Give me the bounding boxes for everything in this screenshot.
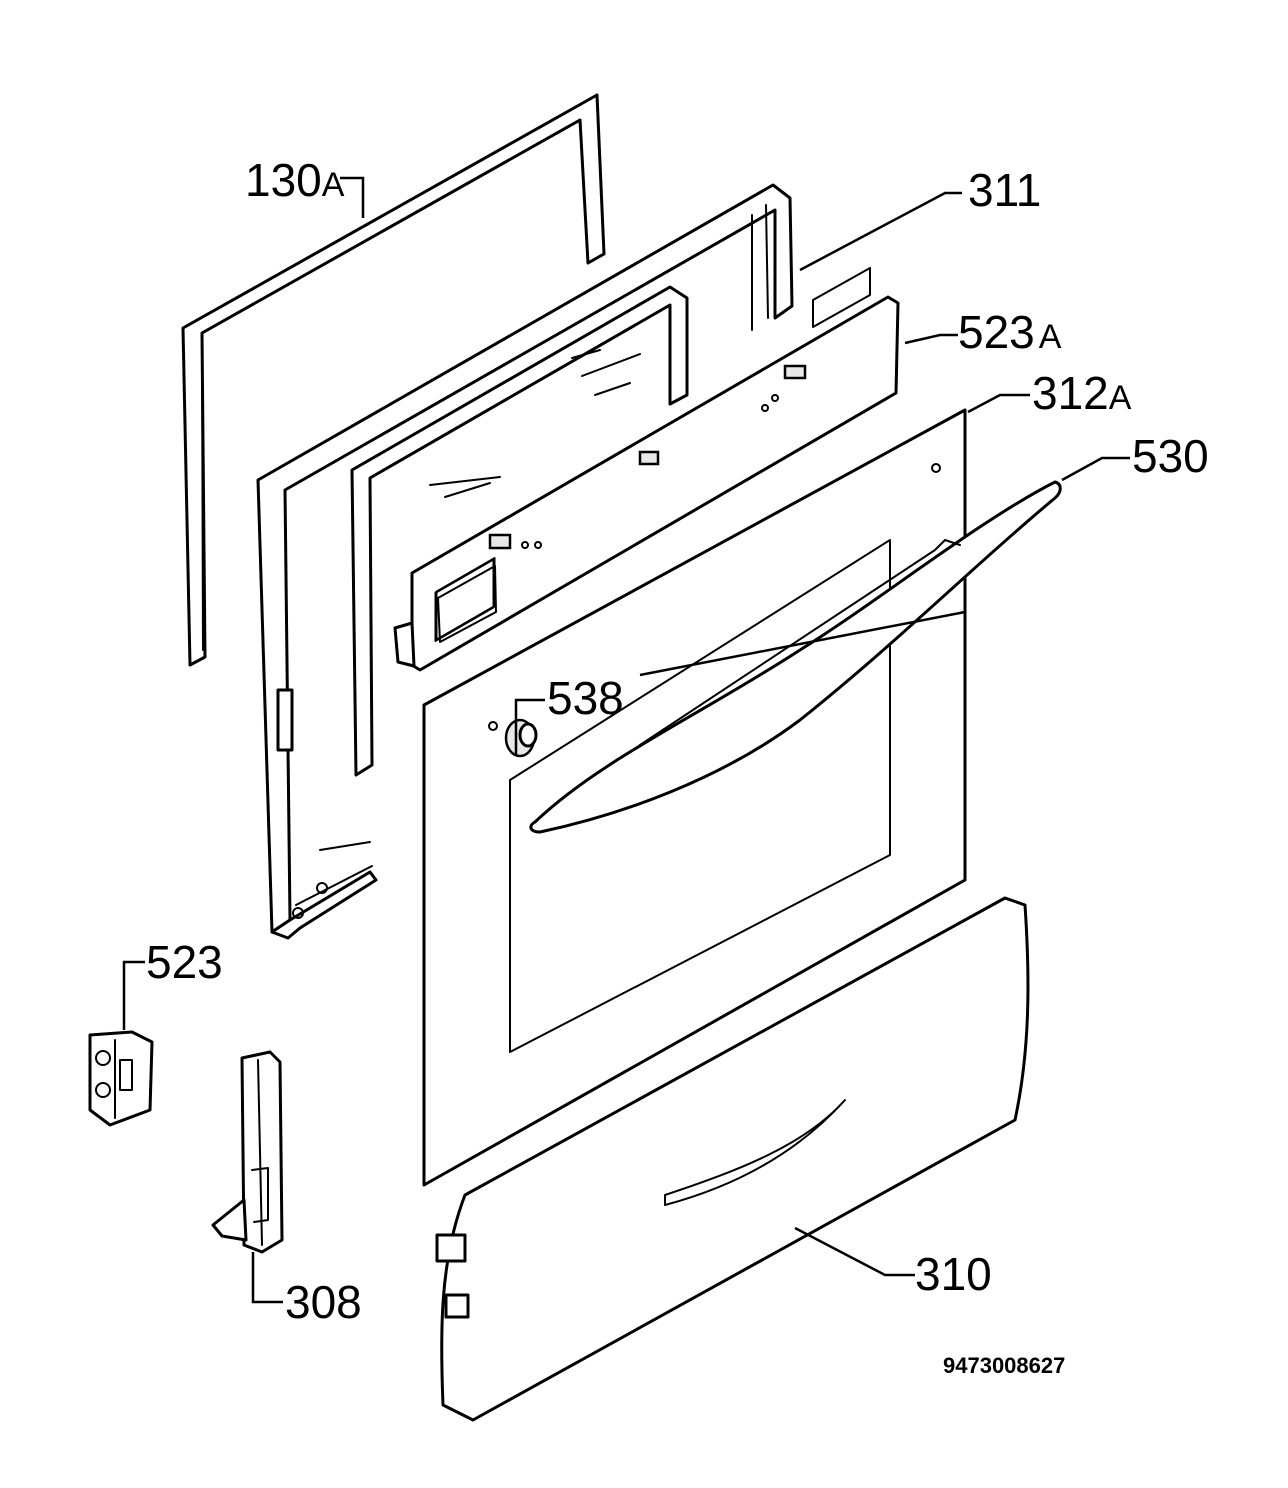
inner-glass-frame bbox=[350, 285, 689, 777]
label-530: 530 bbox=[1132, 430, 1209, 482]
part-312a-outer-door-panel bbox=[422, 408, 967, 1187]
label-312a: 312A bbox=[1032, 367, 1132, 419]
leader-530 bbox=[1061, 456, 1130, 482]
reference-code: 9473008627 bbox=[943, 1353, 1065, 1378]
label-311: 311 bbox=[968, 164, 1041, 216]
part-308-door-latch bbox=[211, 1050, 284, 1254]
part-538-knob bbox=[504, 718, 538, 758]
leader-130a bbox=[340, 176, 365, 218]
label-308: 308 bbox=[285, 1276, 362, 1328]
label-538: 538 bbox=[547, 672, 624, 724]
leader-311 bbox=[799, 191, 962, 272]
label-130a: 130A bbox=[245, 154, 345, 206]
leader-538-long bbox=[639, 610, 966, 677]
leader-308 bbox=[251, 1252, 283, 1304]
part-523a-hinge-strip bbox=[393, 267, 900, 672]
part-311-inner-door-frame bbox=[256, 183, 794, 940]
part-130a-door-gasket bbox=[181, 93, 606, 667]
label-523: 523 bbox=[146, 936, 223, 988]
leader-310 bbox=[794, 1226, 915, 1277]
leader-538 bbox=[514, 698, 545, 755]
leader-lines bbox=[122, 176, 1130, 1304]
label-310: 310 bbox=[915, 1248, 992, 1300]
leader-312a bbox=[967, 393, 1030, 414]
leader-523a bbox=[904, 333, 958, 345]
part-523-hinge-block bbox=[88, 1030, 154, 1127]
part-310-bottom-trim bbox=[435, 896, 1030, 1422]
leader-523 bbox=[122, 960, 145, 1030]
